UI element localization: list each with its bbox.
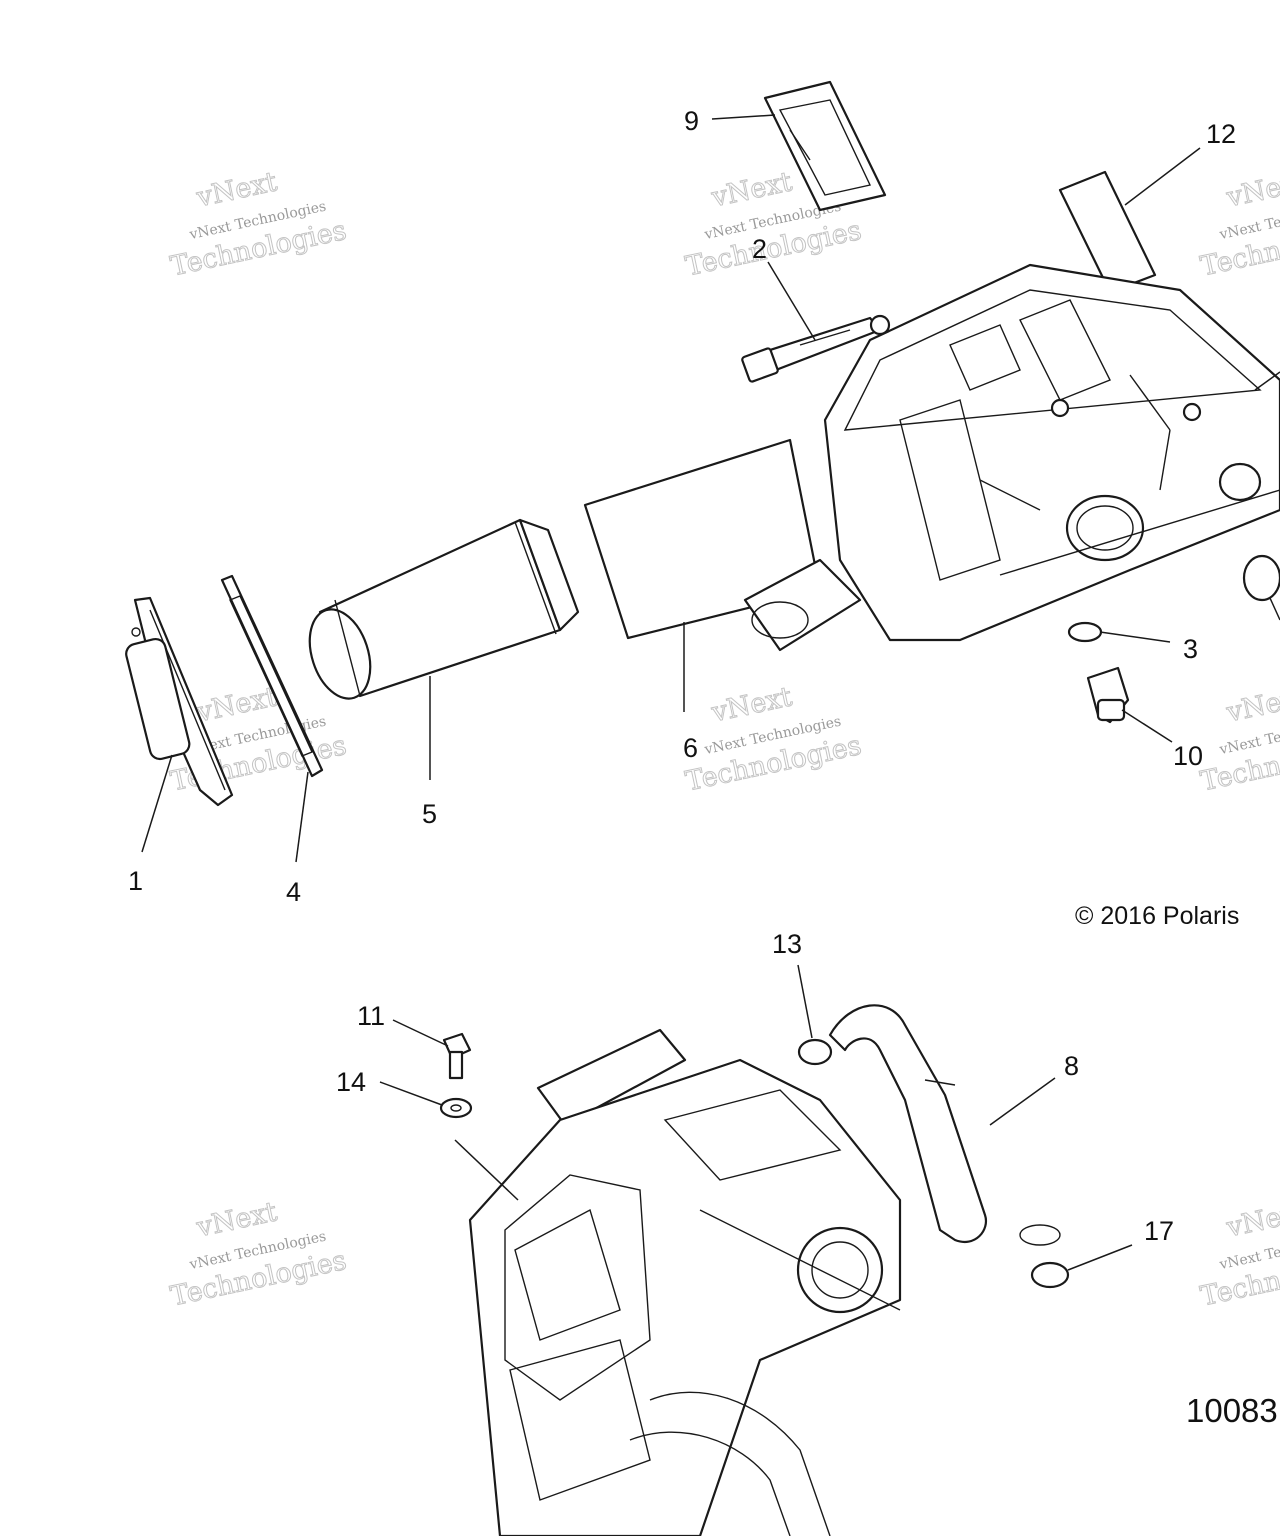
- callout-10: 10: [1173, 741, 1203, 771]
- airbox-housing: [743, 263, 1280, 652]
- part-9-bracket: [763, 80, 887, 212]
- part-5-air-filter: [308, 518, 580, 700]
- part-2-strap: [741, 314, 891, 383]
- svg-text:vNext: vNext: [193, 1196, 280, 1243]
- callout-2: 2: [752, 234, 767, 264]
- callout-1: 1: [128, 866, 143, 896]
- callout-11: 11: [357, 1001, 385, 1031]
- svg-text:vNext: vNext: [193, 681, 280, 728]
- svg-text:vNext: vNext: [1223, 166, 1280, 213]
- callout-8: 8: [1064, 1051, 1079, 1081]
- svg-text:vNext: vNext: [708, 681, 795, 728]
- watermark-1: vNext vNext Technologies Technologies: [167, 166, 349, 283]
- svg-text:vNext: vNext: [1223, 681, 1280, 728]
- callout-5: 5: [422, 799, 437, 829]
- callout-12: 12: [1206, 119, 1236, 149]
- callout-6: 6: [683, 733, 698, 763]
- part-3-oring: [1067, 621, 1103, 643]
- svg-text:vNext: vNext: [193, 166, 280, 213]
- callout-13: 13: [772, 929, 802, 959]
- callout-4: 4: [286, 877, 301, 907]
- watermark-7: vNext vNext Technologies Technologies: [167, 1196, 349, 1313]
- document-number: 10083: [1186, 1392, 1278, 1429]
- part-11-bolt: [442, 1032, 472, 1080]
- part-14-washer: [439, 1097, 473, 1119]
- watermark-6: vNext vNext Technologies Technologies: [1197, 681, 1280, 798]
- part-8-hose: [828, 1004, 1061, 1246]
- part-10-drain-valve: [1086, 666, 1130, 724]
- part-17-clamp: [1030, 1261, 1070, 1289]
- part-13-clamp: [797, 1038, 833, 1066]
- watermark-9: vNext vNext Technologies Technologies: [1197, 1196, 1280, 1313]
- callout-14: 14: [336, 1067, 366, 1097]
- svg-text:vNext: vNext: [708, 166, 795, 213]
- part-4-gasket: [220, 574, 324, 778]
- callout-17: 17: [1144, 1216, 1174, 1246]
- copyright-notice: © 2016 Polaris: [1075, 902, 1239, 930]
- watermark-3: vNext vNext Technologies Technologies: [1197, 166, 1280, 283]
- part-12-foam: [1058, 170, 1157, 294]
- leader-lines: [141, 114, 1280, 1271]
- part-1-cover: [125, 596, 234, 807]
- callout-3: 3: [1183, 634, 1198, 664]
- airbox-assembly-lower: [468, 1028, 902, 1536]
- watermark-5: vNext vNext Technologies Technologies: [682, 681, 864, 798]
- callout-9: 9: [684, 106, 699, 136]
- svg-text:vNext: vNext: [1223, 1196, 1280, 1243]
